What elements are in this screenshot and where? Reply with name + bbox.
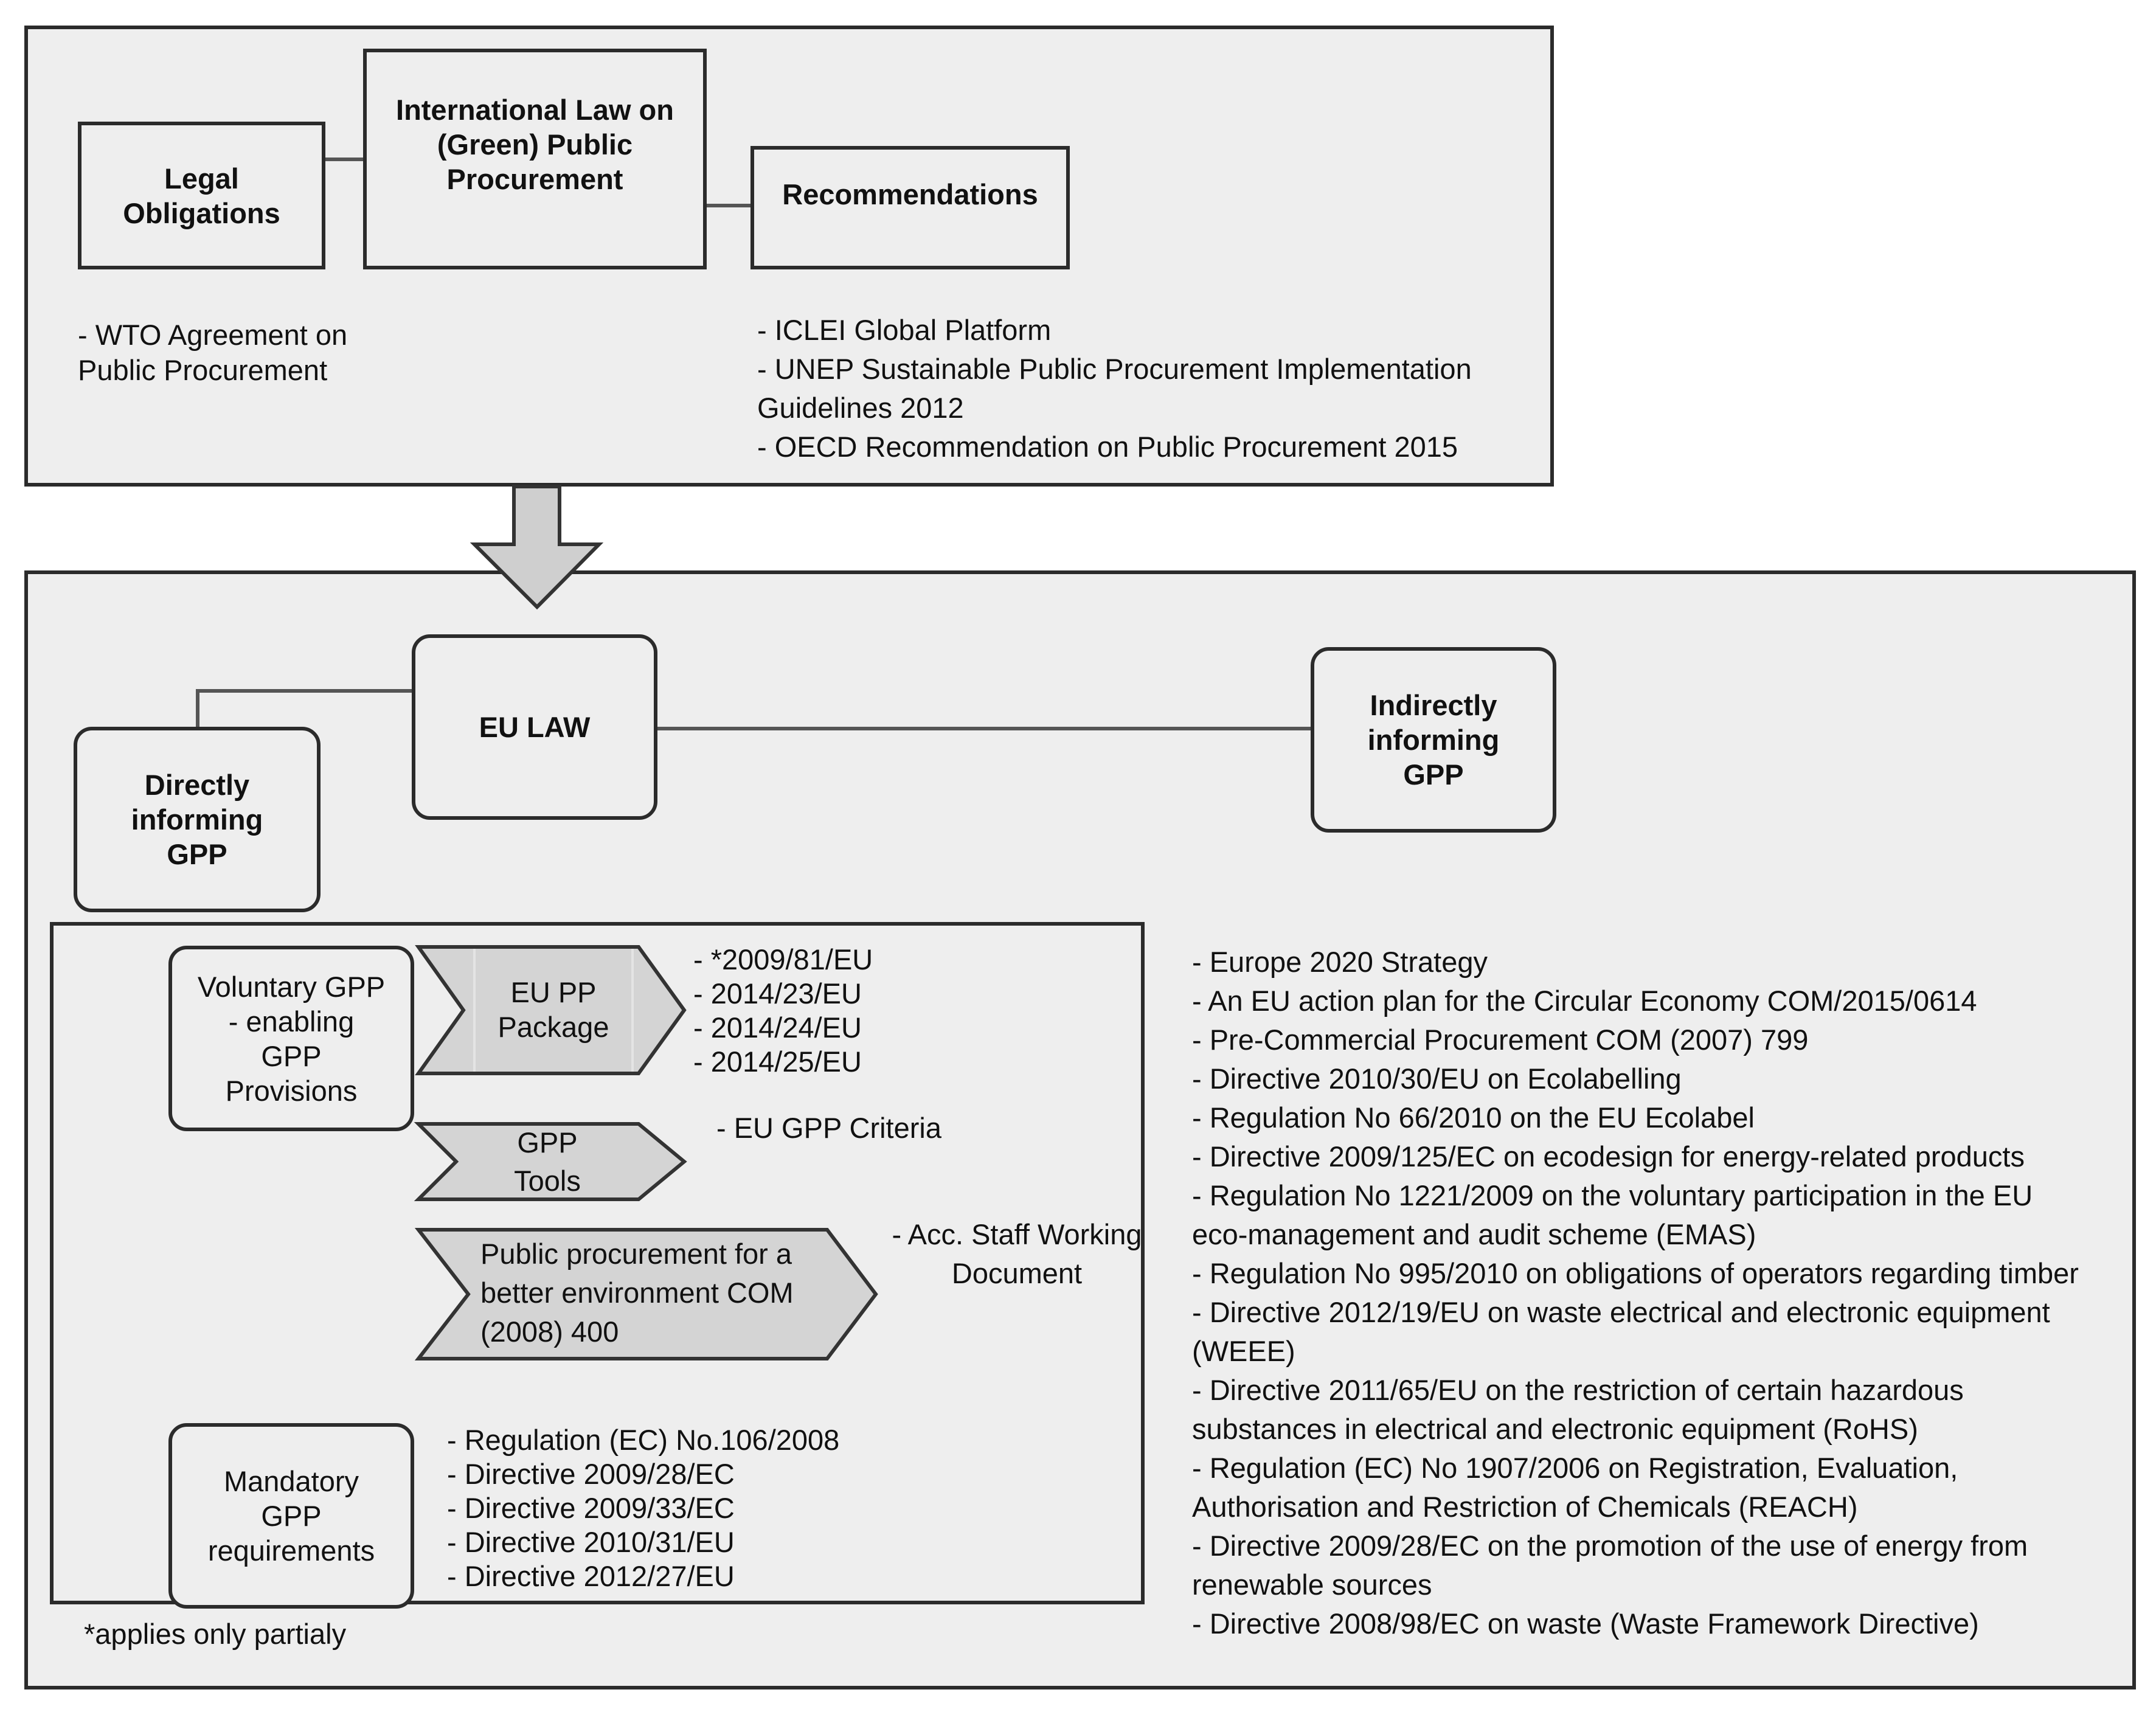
gpp-tools-items: - EU GPP Criteria — [716, 1112, 941, 1144]
legal-obligations-box: Legal Obligations — [78, 122, 325, 269]
direct-connector — [196, 689, 414, 729]
public-procurement-items: - Acc. Staff Working Document — [892, 1218, 1142, 1289]
pp-package-chevron — [415, 945, 687, 1075]
footnote: *applies only partialy — [84, 1618, 347, 1650]
mandatory-items: - Regulation (EC) No.106/2008 - Directiv… — [447, 1424, 840, 1592]
directly-informing-label: Directly informing GPP — [131, 769, 263, 870]
pp-package-items: - *2009/81/EU - 2014/23/EU - 2014/24/EU … — [693, 943, 873, 1078]
international-law-label: International Law on (Green) Public Proc… — [396, 94, 674, 195]
eu-law-box: EU LAW — [412, 634, 657, 820]
indirectly-informing-box: Indirectly informing GPP — [1311, 647, 1556, 833]
gpp-tools-label: GPP Tools — [514, 1126, 581, 1197]
voluntary-gpp-label: Voluntary GPP - enabling GPP Provisions — [197, 970, 386, 1107]
voluntary-gpp-box: Voluntary GPP - enabling GPP Provisions — [168, 946, 414, 1131]
legal-items-list: - WTO Agreement on Public Procurement — [78, 319, 348, 386]
legal-obligations-label: Legal Obligations — [123, 162, 280, 229]
direct-sub-panel — [50, 922, 1145, 1604]
eu-law-label: EU LAW — [479, 711, 591, 743]
indirectly-informing-label: Indirectly informing GPP — [1367, 689, 1500, 791]
directly-informing-box: Directly informing GPP — [74, 727, 321, 912]
public-procurement-chevron — [414, 1228, 878, 1360]
recommendations-box: Recommendations — [750, 146, 1070, 269]
recommendation-items-list: - ICLEI Global Platform - UNEP Sustainab… — [757, 314, 1472, 463]
international-law-box: International Law on (Green) Public Proc… — [363, 49, 707, 269]
mandatory-gpp-box: Mandatory GPP requirements — [168, 1423, 414, 1609]
recommendations-label: Recommendations — [782, 178, 1038, 210]
pp-package-label: EU PP Package — [497, 976, 609, 1043]
gpp-tools-chevron — [414, 1122, 687, 1201]
public-procurement-label: Public procurement for a better environm… — [480, 1238, 794, 1348]
indirect-items: - Europe 2020 Strategy - An EU action pl… — [1192, 946, 2079, 1640]
flow-arrow — [470, 485, 604, 610]
mandatory-gpp-label: Mandatory GPP requirements — [207, 1465, 375, 1567]
